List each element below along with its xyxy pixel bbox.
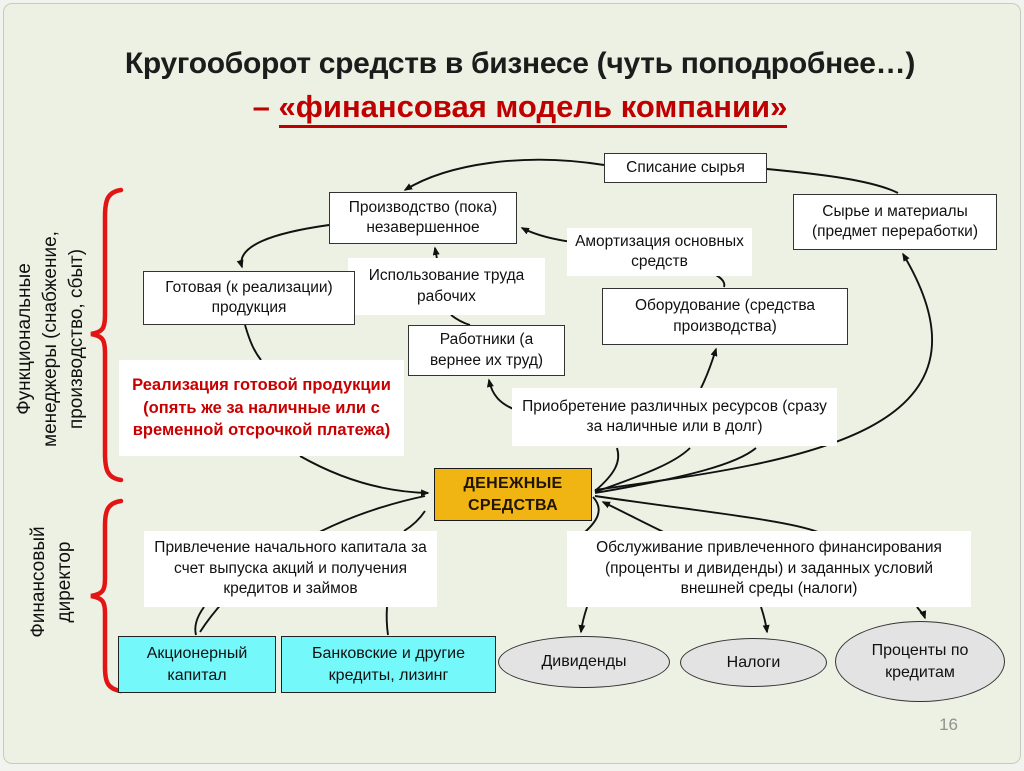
node-raw-material-writeoff: Списание сырья xyxy=(604,153,767,183)
node-labor-use: Использование труда рабочих xyxy=(348,258,545,315)
node-workers: Работники (а вернее их труд) xyxy=(408,325,565,376)
slide-background: Кругооборот средств в бизнесе (чуть попо… xyxy=(3,3,1021,764)
node-finished-goods: Готовая (к реализации) продукция xyxy=(143,271,355,325)
page-number: 16 xyxy=(939,715,958,734)
brace-financial-director xyxy=(90,498,124,694)
node-sales-of-finished-goods: Реализация готовой продукции (опять же з… xyxy=(119,360,404,456)
node-taxes: Налоги xyxy=(680,638,827,687)
node-loan-interest: Проценты по кредитам xyxy=(835,621,1005,702)
node-share-capital: Акционерный капитал xyxy=(118,636,276,693)
title-line-1: Кругооборот средств в бизнесе (чуть попо… xyxy=(124,47,916,80)
node-equipment: Оборудование (средства производства) xyxy=(602,288,848,345)
node-work-in-progress: Производство (пока) незавершенное xyxy=(329,192,517,244)
title-line-2: – «финансовая модель компании» xyxy=(34,85,1006,130)
node-initial-capital-raising: Привлечение начального капитала за счет … xyxy=(144,531,437,607)
title-underlined-text: «финансовая модель компании» xyxy=(278,88,788,128)
node-raw-materials: Сырье и материалы (предмет переработки) xyxy=(793,194,997,250)
slide-title: Кругооборот средств в бизнесе (чуть попо… xyxy=(34,44,1006,129)
financial-director-label: Финансовый директор xyxy=(28,526,76,638)
node-cash-funds: ДЕНЕЖНЫЕ СРЕДСТВА xyxy=(434,468,592,521)
node-depreciation: Амортизация основных средств xyxy=(567,228,752,276)
functional-managers-label: Функциональные менеджеры (снабжение, про… xyxy=(14,231,88,447)
title-dash: – xyxy=(252,88,279,124)
node-resource-acquisition: Приобретение различных ресурсов (сразу з… xyxy=(512,388,837,446)
node-dividends: Дивиденды xyxy=(498,636,670,688)
node-bank-credits: Банковские и другие кредиты, лизинг xyxy=(281,636,496,693)
node-financing-service: Обслуживание привлеченного финансировани… xyxy=(567,531,971,607)
